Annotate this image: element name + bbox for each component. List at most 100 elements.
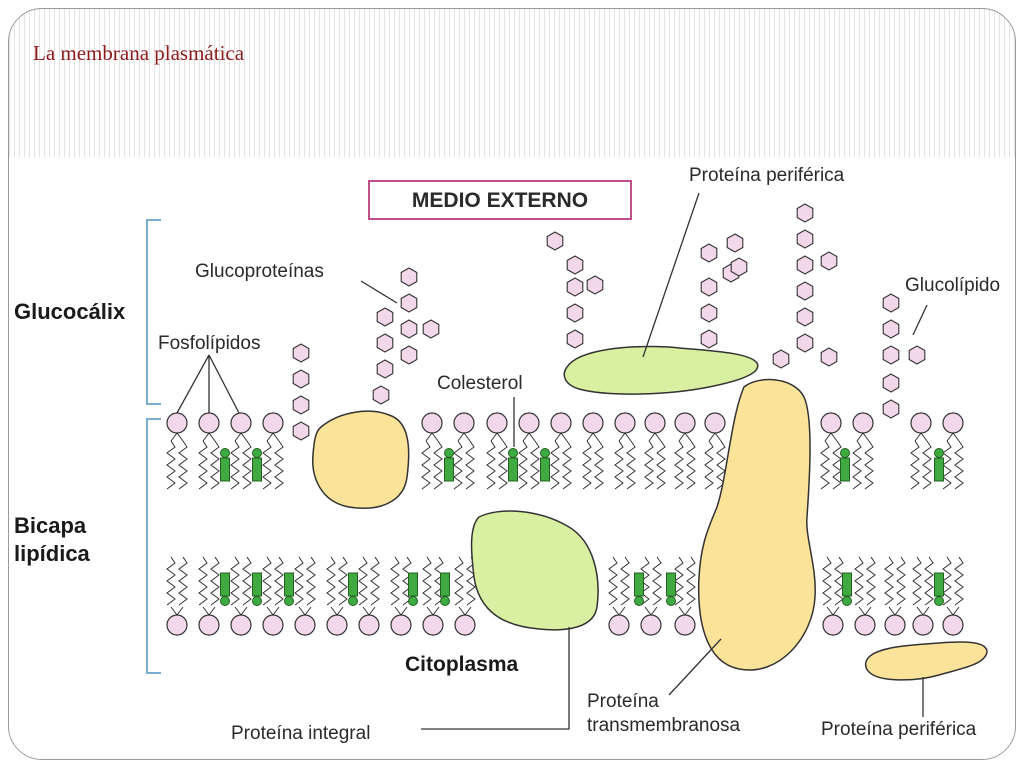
sugar-hexagon [586, 275, 604, 295]
bicapa-label-line2: lipídica [14, 541, 91, 566]
sugar-hexagon [400, 319, 418, 339]
slide-frame: La membrana plasmática MEDIO EXTERNO Glu… [8, 8, 1016, 760]
sugar-hexagon [292, 369, 310, 389]
phospholipid [262, 556, 284, 636]
sugar-hexagon [796, 307, 814, 327]
sugar-hexagon [422, 319, 440, 339]
glucocalix-bracket [146, 219, 161, 405]
phospholipid [454, 556, 476, 636]
sugar-hexagon [882, 319, 900, 339]
peripheral-protein-bottom [864, 641, 988, 681]
cholesterol [934, 448, 944, 482]
phospholipid [614, 412, 636, 490]
phospholipid [230, 556, 252, 636]
phospholipid [942, 412, 964, 490]
cholesterol [444, 448, 454, 482]
medio-externo-label: MEDIO EXTERNO [412, 189, 588, 212]
phospholipid [421, 412, 443, 490]
cholesterol [842, 572, 852, 606]
phospholipid [294, 556, 316, 636]
phospholipid [390, 556, 412, 636]
proteina-trans-label-line1: Proteína [587, 691, 659, 712]
phospholipid [198, 556, 220, 636]
phospholipid [942, 556, 964, 636]
sugar-hexagon [882, 399, 900, 419]
sugar-hexagon [566, 303, 584, 323]
cholesterol [220, 448, 230, 482]
cholesterol [840, 448, 850, 482]
integral-protein [470, 510, 599, 631]
sugar-hexagon [400, 267, 418, 287]
globular-protein-left [312, 410, 410, 509]
sugar-hexagon [820, 347, 838, 367]
phospholipid [198, 412, 220, 490]
cholesterol [408, 572, 418, 606]
sugar-hexagon [882, 345, 900, 365]
peripheral-protein-top [563, 345, 759, 395]
sugar-hexagon [796, 229, 814, 249]
sugar-hexagon [400, 345, 418, 365]
fosfolipidos-label: Fosfolípidos [158, 333, 260, 354]
slide-title: La membrana plasmática [33, 41, 245, 65]
phospholipid [358, 556, 380, 636]
cholesterol [508, 448, 518, 482]
cholesterol [634, 572, 644, 606]
phospholipid [550, 412, 572, 490]
sugar-hexagon [796, 255, 814, 275]
phospholipid [326, 556, 348, 636]
sugar-hexagon [820, 251, 838, 271]
sugar-hexagon [700, 243, 718, 263]
sugar-hexagon [546, 231, 564, 251]
phospholipid [608, 556, 630, 636]
phospholipid [640, 556, 662, 636]
sugar-hexagon [376, 307, 394, 327]
phospholipid [884, 556, 906, 636]
phospholipid [582, 412, 604, 490]
phospholipid-layer [166, 412, 964, 636]
phospholipid [820, 412, 842, 490]
sugar-hexagon [796, 203, 814, 223]
cholesterol [540, 448, 550, 482]
sugar-hexagon [292, 343, 310, 363]
proteina-trans-label-line2: transmembranosa [587, 715, 741, 736]
sugar-hexagon [908, 345, 926, 365]
cholesterol [666, 572, 676, 606]
sugar-hexagon [700, 329, 718, 349]
phospholipid [453, 412, 475, 490]
cholesterol [284, 572, 294, 606]
phospholipid [854, 556, 876, 636]
sugar-chain-layer [292, 203, 926, 441]
transmembrane-protein [697, 378, 816, 671]
citoplasma-label: Citoplasma [405, 653, 519, 676]
sugar-hexagon [772, 349, 790, 369]
sugar-hexagon [566, 277, 584, 297]
leader-lines [176, 192, 928, 730]
sugar-hexagon [882, 293, 900, 313]
glucocalix-label: Glucocálix [14, 299, 126, 324]
phospholipid [910, 412, 932, 490]
phospholipid [166, 556, 188, 636]
medio-externo-box [368, 180, 632, 220]
phospholipid [262, 412, 284, 490]
cholesterol [440, 572, 450, 606]
cholesterol [348, 572, 358, 606]
sugar-hexagon [796, 281, 814, 301]
phospholipid [486, 412, 508, 490]
sugar-hexagon [376, 333, 394, 353]
phospholipid [422, 556, 444, 636]
phospholipid [674, 412, 696, 490]
phospholipid [912, 556, 934, 636]
sugar-hexagon [700, 303, 718, 323]
proteina-integral-label: Proteína integral [231, 723, 370, 744]
phospholipid [674, 556, 696, 636]
sugar-hexagon [796, 333, 814, 353]
phospholipid [852, 412, 874, 490]
phospholipid [166, 412, 188, 490]
proteina-periferica-top-label: Proteína periférica [689, 165, 845, 186]
sugar-hexagon [566, 255, 584, 275]
proteina-periferica-bottom-label: Proteína periférica [821, 719, 977, 740]
glucoproteinas-label: Glucoproteínas [195, 261, 324, 282]
sugar-hexagon [566, 329, 584, 349]
phospholipid [822, 556, 844, 636]
sugar-hexagon [730, 257, 748, 277]
